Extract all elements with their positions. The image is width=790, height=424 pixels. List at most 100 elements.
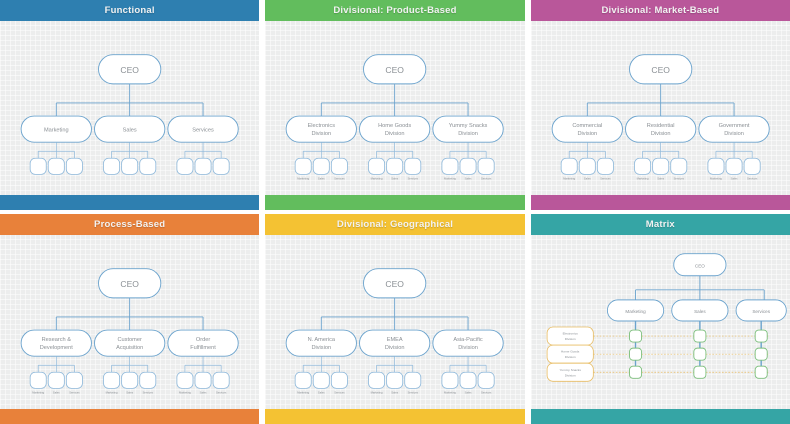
matrix-row-2-line1: Yummy Snacks [559,368,581,372]
leaf-nodes-group [560,157,761,175]
svg-text:Sales: Sales [465,176,472,180]
node-mid-0-line1: Electronics [308,123,336,129]
svg-text:Sales: Sales [392,390,399,394]
node-mid-0-line2: Development [40,345,73,351]
node-ceo-label: CEO [386,279,405,289]
panel-footer-divisional-product [265,195,525,210]
node-mid-1-line2: Division [651,131,671,137]
leaf-nodes-group [29,157,230,175]
node-mid-0-line2: Division [312,131,332,137]
svg-text:Marketing: Marketing [444,390,456,394]
node-mid-2-line1: Order [196,337,210,343]
node-ceo-label: CEO [120,279,139,289]
node-ceo-label: CEO [120,65,139,75]
svg-text:Sales: Sales [465,390,472,394]
node-mid-0-line1: N. America [308,337,336,343]
leaf-labels-group: Marketing Sales Services Marketing Sales… [298,176,493,180]
svg-text:Marketing: Marketing [32,390,44,394]
svg-text:Sales: Sales [126,390,133,394]
node-mid-0-line1: Research & [42,337,72,343]
svg-text:Marketing: Marketing [298,390,310,394]
matrix-row-1-line1: Home Goods [561,350,580,354]
matrix-row-0-line1: Electronics [562,332,578,336]
node-mid-2-label: Services [192,128,214,134]
node-ceo-label: CEO [651,65,670,75]
svg-text:Marketing: Marketing [106,390,118,394]
panel-footer-divisional-geographical [265,409,525,424]
svg-text:Marketing: Marketing [371,176,383,180]
node-mid-2-line2: Fulfillment [190,345,216,351]
svg-text:Sales: Sales [200,390,207,394]
node-mid-1-label: Sales [123,128,137,134]
node-mid-0-line2: Division [577,131,597,137]
panel-divisional-product[interactable]: Divisional: Product-Based CEO Electronic… [265,0,525,210]
node-ceo-label: CEO [386,65,405,75]
node-mid-2-line2: Division [459,345,479,351]
svg-text:Services: Services [481,390,492,394]
svg-text:Services: Services [747,176,758,180]
divisional-geographical-tree-diagram: CEO N. America Division EMEA Division As… [285,268,505,394]
leaf-labels-group: Marketing Sales Services Marketing Sales… [298,390,493,394]
matrix-intersection-cells [628,329,768,379]
divisional-product-tree-diagram: CEO Electronics Division Home Goods Divi… [285,54,505,180]
svg-text:Services: Services [600,176,611,180]
leaf-nodes-group [29,371,230,389]
panel-body-divisional-market: CEO Commercial Division Residential Divi… [530,21,790,195]
matrix-diagram: CEO Marketing Sales Services Electronics… [546,253,787,382]
panel-footer-process-based [0,409,260,424]
svg-text:Marketing: Marketing [444,176,456,180]
panel-header-divisional-geographical: Divisional: Geographical [265,214,525,235]
svg-text:Sales: Sales [730,176,737,180]
node-mid-1-line2: Division [385,131,405,137]
node-mid-2-line2: Division [724,131,744,137]
svg-text:Services: Services [673,176,684,180]
svg-text:Services: Services [143,390,154,394]
node-mid-1-line2: Acquisition [116,345,143,351]
node-mid-0-label: Marketing [44,128,69,134]
svg-text:Sales: Sales [318,390,325,394]
node-mid-0-line1: Commercial [572,123,602,129]
svg-text:Marketing: Marketing [179,390,191,394]
panel-divisional-geographical[interactable]: Divisional: Geographical CEO N. America … [265,214,525,424]
functional-tree-diagram: CEO Marketing Sales Services [20,54,239,175]
matrix-column-2-label: Services [752,309,770,314]
matrix-column-0-label: Marketing [625,309,646,314]
svg-text:Sales: Sales [392,176,399,180]
svg-text:Marketing: Marketing [636,176,648,180]
svg-text:Services: Services [69,390,80,394]
svg-text:Marketing: Marketing [371,390,383,394]
svg-text:Services: Services [408,176,419,180]
svg-text:Sales: Sales [584,176,591,180]
panel-functional[interactable]: Functional CEO Marketing Sales Services [0,0,260,210]
node-mid-2-line1: Asia-Pacific [454,337,483,343]
leaf-nodes-group [295,371,495,389]
node-mid-1-line1: Customer [117,337,141,343]
svg-text:Marketing: Marketing [298,176,310,180]
node-mid-0-line2: Division [312,345,332,351]
svg-text:Services: Services [216,390,227,394]
svg-text:Sales: Sales [657,176,664,180]
panel-header-functional: Functional [0,0,260,21]
node-mid-2-line1: Government [718,123,749,129]
svg-text:Services: Services [408,390,419,394]
panel-divisional-market[interactable]: Divisional: Market-Based CEO Commercial … [530,0,790,210]
divisional-market-tree-diagram: CEO Commercial Division Residential Divi… [551,54,770,180]
matrix-row-connectors [592,335,768,373]
matrix-column-1-label: Sales [694,309,706,314]
panel-footer-matrix [530,409,790,424]
svg-text:Services: Services [481,176,492,180]
panel-header-matrix: Matrix [530,214,790,235]
node-mid-1-line2: Division [385,345,405,351]
node-mid-1-line1: Residential [646,123,674,129]
node-mid-1-line1: Home Goods [378,123,411,129]
svg-text:Marketing: Marketing [563,176,575,180]
svg-text:Sales: Sales [53,390,60,394]
panel-header-process-based: Process-Based [0,214,260,235]
panel-footer-functional [0,195,260,210]
svg-text:Services: Services [335,176,346,180]
panel-header-divisional-product: Divisional: Product-Based [265,0,525,21]
panel-process-based[interactable]: Process-Based CEO Research & Development… [0,214,260,424]
panel-matrix[interactable]: Matrix CEO Marketing Sales Services [530,214,790,424]
matrix-row-boxes: Electronics Division Home Goods Division… [546,326,594,382]
